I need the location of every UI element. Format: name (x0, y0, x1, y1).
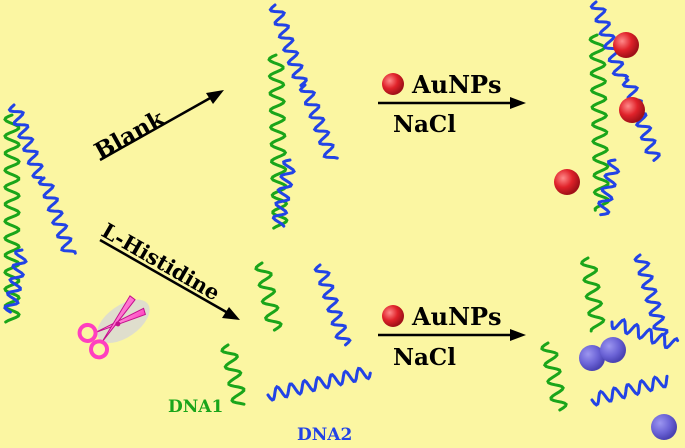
blank-label: Blank (90, 104, 170, 165)
aunp-legend-dot (382, 73, 404, 95)
nacl-label-top: NaCl (393, 111, 456, 138)
aunp-particle (579, 345, 605, 371)
aunp-particle (613, 32, 639, 58)
histidine-label: L-Histidine (98, 218, 225, 306)
dna2-strand (37, 176, 77, 255)
nacl-label-bottom: NaCl (393, 344, 456, 371)
dna2-strand (633, 253, 669, 336)
scissors-icon (77, 295, 150, 360)
aggregated-aunps (579, 337, 677, 440)
aunp-legend-top: AuNPs NaCl (382, 70, 502, 138)
dna2-strand (589, 0, 630, 81)
dna2-strand (621, 78, 661, 162)
dna1-strand (267, 53, 289, 230)
arrow-aunps-top (378, 97, 526, 109)
aunp-legend-dot (382, 305, 404, 327)
dna2-label: DNA2 (297, 425, 352, 445)
dna1-strand (540, 341, 568, 412)
arrow-blank (99, 90, 224, 162)
dna1-strand (254, 261, 283, 332)
dna2-strand (590, 374, 669, 407)
dna1-strand (588, 33, 611, 212)
arrow-aunps-bottom (378, 329, 526, 341)
dna2-strand (313, 263, 352, 347)
dna2-strand (266, 366, 372, 402)
dna1-strand (220, 343, 246, 406)
aunps-label-bottom: AuNPs (411, 302, 502, 331)
arrow-histidine (99, 238, 240, 320)
dna2-strand (7, 103, 44, 180)
aunp-legend-bottom: AuNPs NaCl (382, 302, 502, 371)
dna2-strand (271, 158, 296, 228)
dna2-strand (597, 158, 621, 217)
dna-strands (3, 0, 680, 412)
aunps-label-top: AuNPs (411, 70, 502, 99)
aunp-particle (651, 414, 677, 440)
dna2-strand (298, 83, 339, 160)
dna2-strand (268, 3, 308, 87)
dna2-strand (3, 248, 28, 314)
dna1-strand (3, 113, 21, 324)
dna2-strand (610, 318, 680, 350)
dispersed-aunps (554, 32, 645, 195)
aunp-particle (619, 97, 645, 123)
aunp-particle (554, 169, 580, 195)
dna1-strand (579, 256, 606, 333)
aunp-particle (600, 337, 626, 363)
dna1-label: DNA1 (168, 397, 223, 417)
